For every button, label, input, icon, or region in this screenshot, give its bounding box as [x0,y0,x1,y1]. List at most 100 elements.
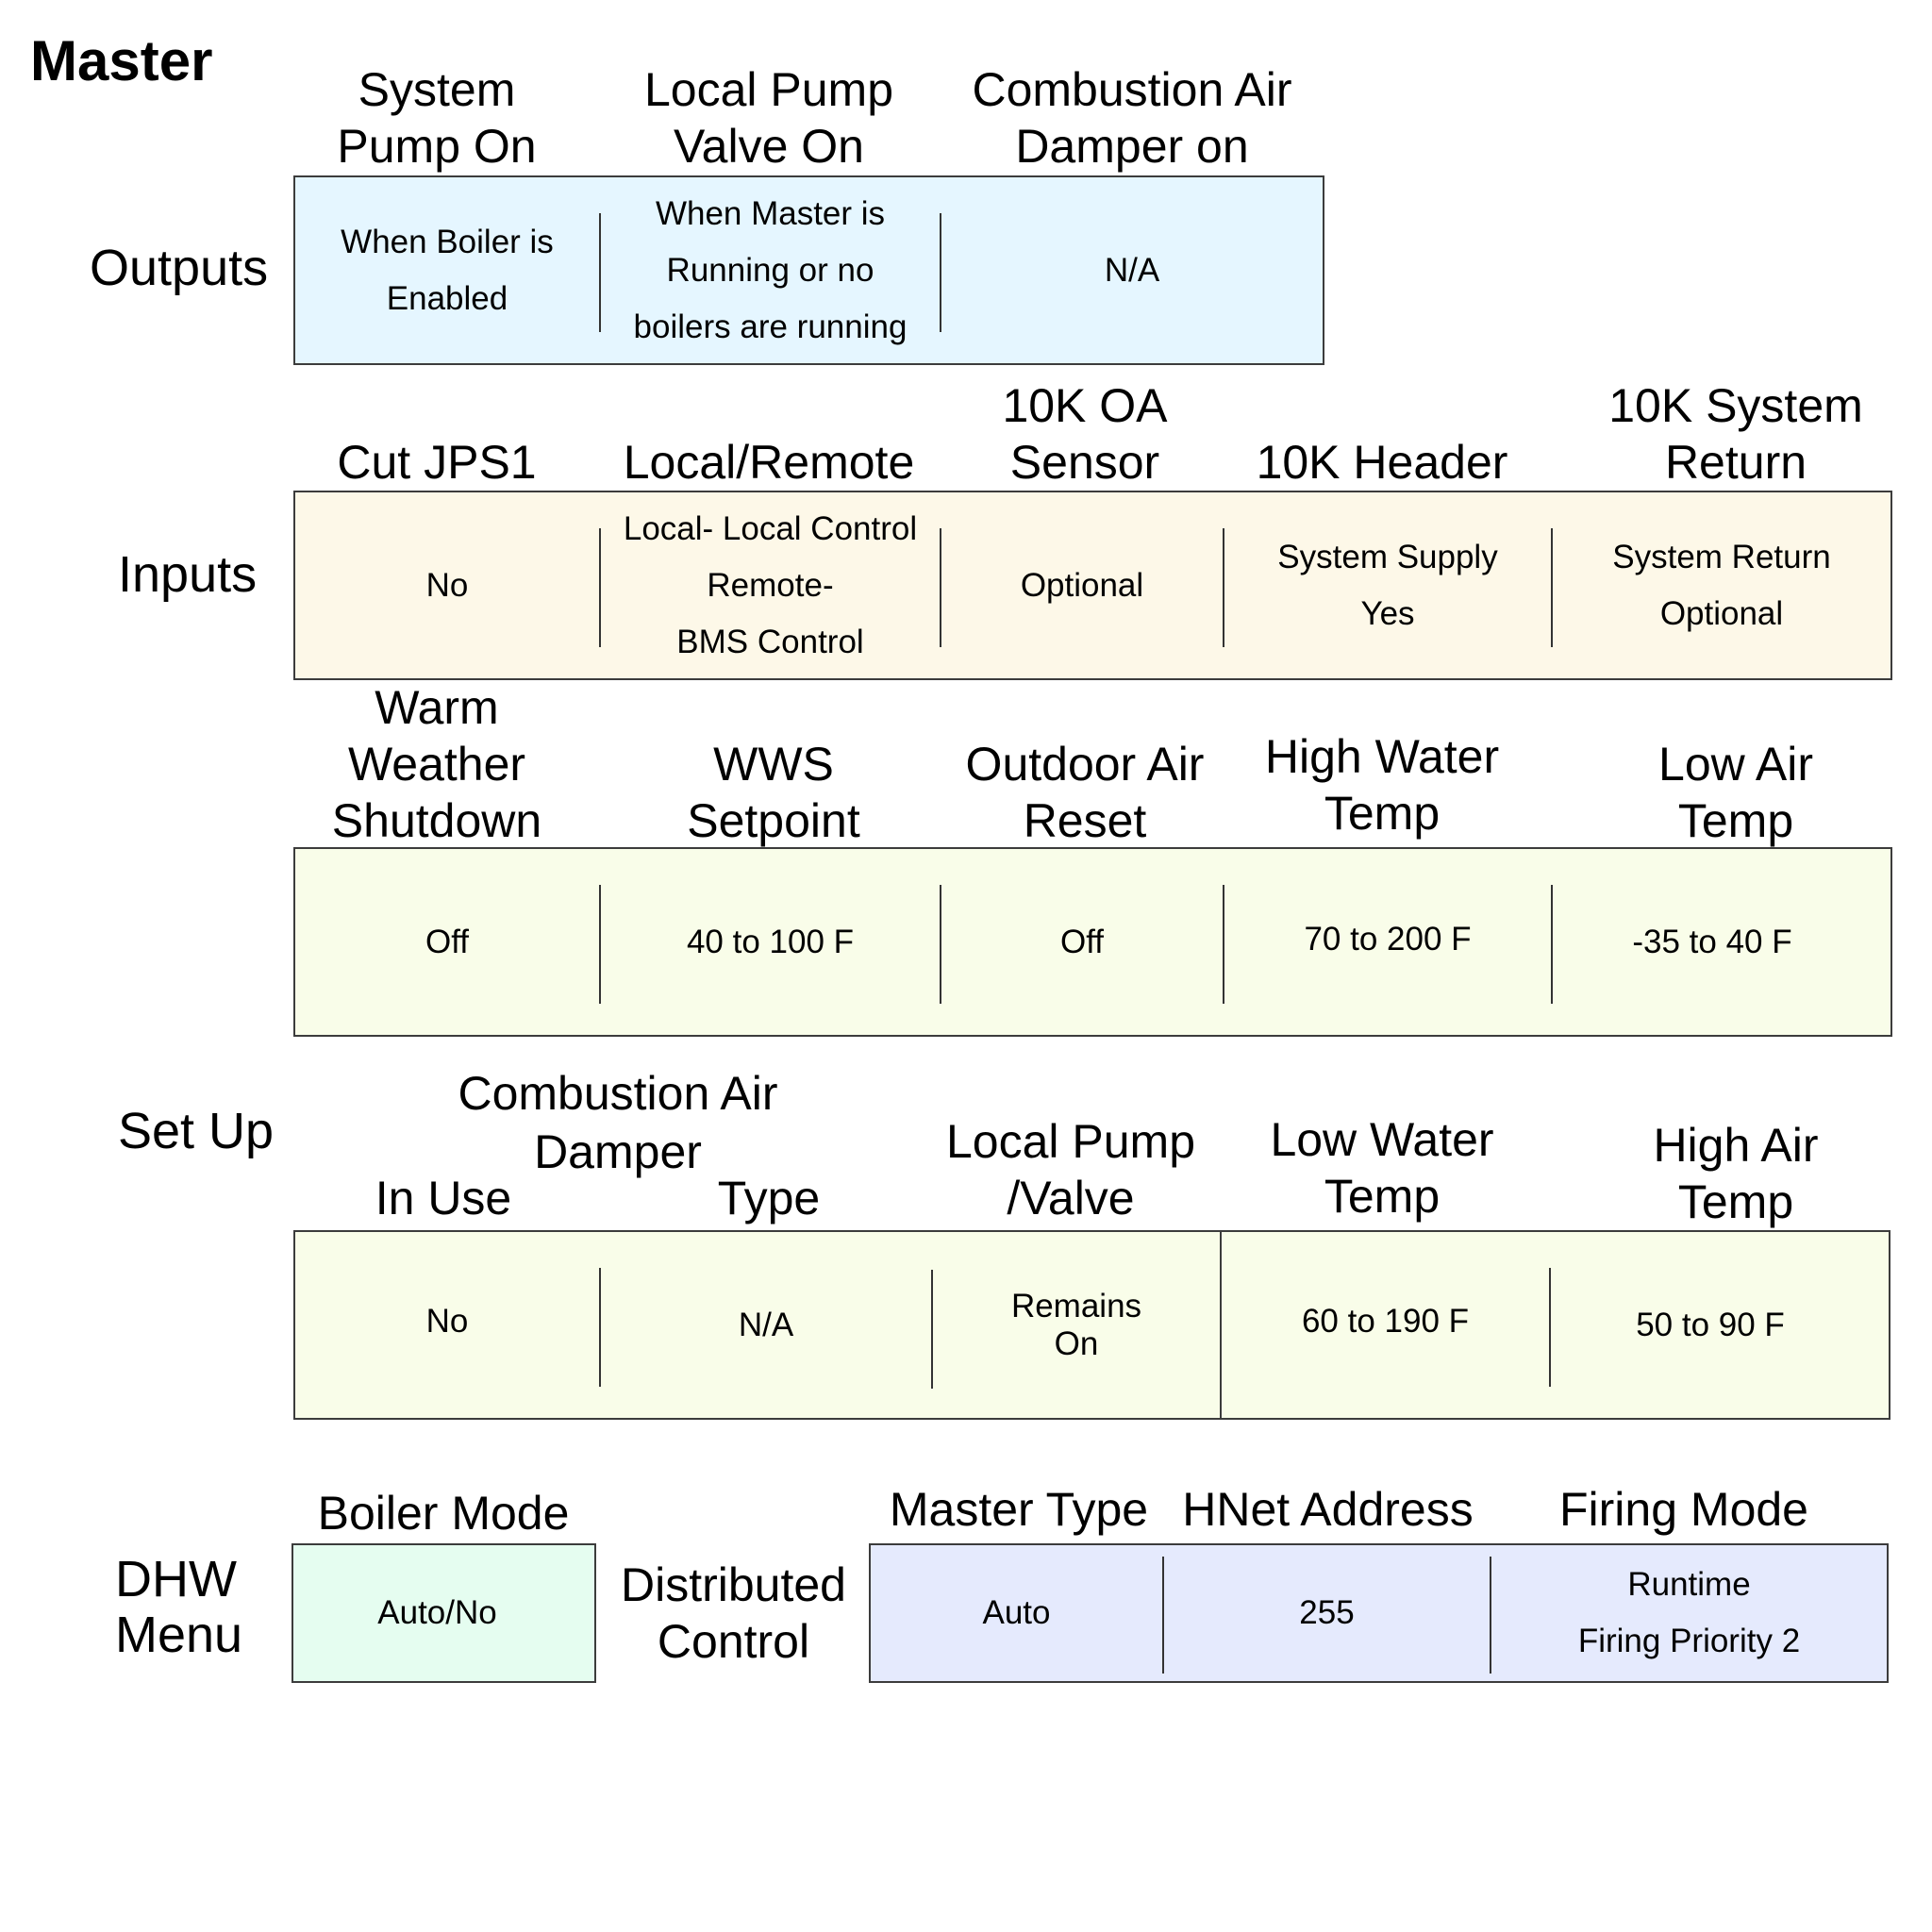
header-line: Warm [375,681,499,734]
header-line: Local Pump [643,63,894,116]
distributed-control-label: Distributed Control [613,1557,854,1670]
cell-line: Enabled [386,279,508,317]
header-line: 10K Header [1256,436,1508,489]
header-line: Combustion Air [458,1067,778,1120]
distributed-box: Auto 255 Runtime Firing Priority 2 [869,1543,1889,1683]
header-high-water-temp: High Water Temp [1236,728,1528,841]
setup-cell-wws: Off [295,849,599,1035]
header-line: Cut JPS1 [337,436,537,489]
header-local-pump-valve: Local Pump /Valve [929,1113,1212,1226]
cell-line: Auto/No [377,1594,497,1631]
distributed-cell-firing-mode: Runtime Firing Priority 2 [1491,1545,1887,1681]
header-line: Shutdown [331,794,542,847]
header-line: Low Water [1270,1113,1494,1166]
header-line: 10K OA [1002,379,1168,432]
cell-line: 70 to 200 F [1304,920,1472,958]
header-line: Return [1664,436,1807,489]
setup-row1-box: Off 40 to 100 F Off 70 to 200 F -35 to 4… [293,847,1892,1037]
dhw-box: Auto/No [291,1543,596,1683]
label-line: Distributed [621,1558,846,1611]
header-cut-jps1: Cut JPS1 [314,434,559,491]
header-line: Firing Mode [1559,1483,1808,1536]
setup-cell-high-air-temp: 50 to 90 F [1551,1232,1889,1418]
header-line: Temp [1324,1170,1441,1223]
header-line: HNet Address [1182,1483,1474,1536]
setup-cell-high-water-temp: 70 to 200 F [1224,849,1551,1035]
header-line: Setpoint [687,794,860,847]
header-line: Damper [534,1125,702,1178]
header-line: Master Type [889,1483,1149,1536]
cell-line: -35 to 40 F [1632,923,1792,960]
header-line: Low Air [1658,738,1813,791]
cell-line: Local- Local Control [623,509,918,547]
header-line: 10K System [1608,379,1863,432]
header-high-air-temp: High Air Temp [1585,1117,1887,1230]
outputs-cell-combustion-air: N/A [941,177,1323,363]
cell-line: System Supply [1277,538,1498,575]
setup-cell-local-pump-valve: Remains On [933,1232,1220,1418]
divider [1551,528,1553,647]
cell-line: Off [1059,923,1105,960]
cell-line: Auto [982,1594,1051,1631]
header-line: Weather [347,738,526,791]
divider [1490,1557,1491,1674]
cell-line: Running or no [666,251,874,289]
header-boiler-mode: Boiler Mode [302,1485,585,1541]
cell-line: Off [425,923,470,960]
header-low-water-temp: Low Water Temp [1236,1111,1528,1224]
header-line: Boiler Mode [317,1487,570,1540]
cell-line: Firing Priority 2 [1577,1623,1801,1659]
divider [931,1270,933,1389]
divider [1223,885,1224,1004]
header-10k-system-return: 10K System Return [1566,377,1906,491]
cell-line: 50 to 90 F [1636,1306,1785,1343]
cell-line: On [1054,1324,1099,1362]
divider [1223,528,1224,647]
setup-label: Set Up [118,1103,275,1159]
header-line: Temp [1324,787,1441,840]
header-combustion-air-damper-group: Combustion Air Damper [396,1064,840,1181]
header-type: Type [660,1170,877,1226]
header-line: /Valve [1007,1172,1135,1224]
header-line: Combustion Air [972,63,1292,116]
outputs-cell-local-pump: When Master is Running or no boilers are… [601,177,940,363]
cell-line: No [425,566,469,604]
header-master-type: Master Type [882,1481,1156,1538]
cell-line: Remote- [707,566,834,604]
dhw-cell-boiler-mode: Auto/No [293,1545,594,1681]
header-line: Sensor [1009,436,1160,489]
cell-line: Yes [1360,594,1415,632]
distributed-cell-master-type: Auto [871,1545,1162,1681]
header-combustion-air-damper-on: Combustion Air Damper on [953,61,1311,175]
cell-line: boilers are running [633,308,908,345]
header-outdoor-air-reset: Outdoor Air Reset [943,736,1226,849]
cell-line: Remains [1010,1287,1142,1324]
header-line: Local/Remote [623,436,915,489]
divider [1549,1268,1551,1387]
divider [599,1268,601,1387]
header-line: Pump On [337,120,537,173]
inputs-cell-cut-jps1: No [295,492,599,678]
header-line: Reset [1023,794,1147,847]
page-title: Master [30,29,213,92]
setup-row2-left-box: No N/A Remains On [293,1230,1222,1420]
outputs-label: Outputs [90,240,269,296]
cell-line: When Boiler is [341,223,554,260]
label-line: Control [657,1615,810,1668]
cell-line: N/A [1104,251,1160,289]
dhw-menu-label: DHW Menu [115,1551,242,1664]
setup-cell-low-water-temp: 60 to 190 F [1222,1232,1549,1418]
cell-line: When Master is [655,194,886,232]
header-line: WWS [713,738,834,791]
header-line: High Air [1653,1119,1819,1172]
outputs-box: When Boiler is Enabled When Master is Ru… [293,175,1324,365]
header-10k-oa-sensor: 10K OA Sensor [943,377,1226,491]
cell-line: BMS Control [676,623,864,660]
setup-cell-low-air-temp: -35 to 40 F [1553,849,1890,1035]
setup-cell-in-use: No [295,1232,599,1418]
divider [599,528,601,647]
divider [599,885,601,1004]
header-line: High Water [1264,730,1500,783]
header-line: Temp [1677,794,1794,847]
inputs-cell-local-remote: Local- Local Control Remote- BMS Control [601,492,940,678]
